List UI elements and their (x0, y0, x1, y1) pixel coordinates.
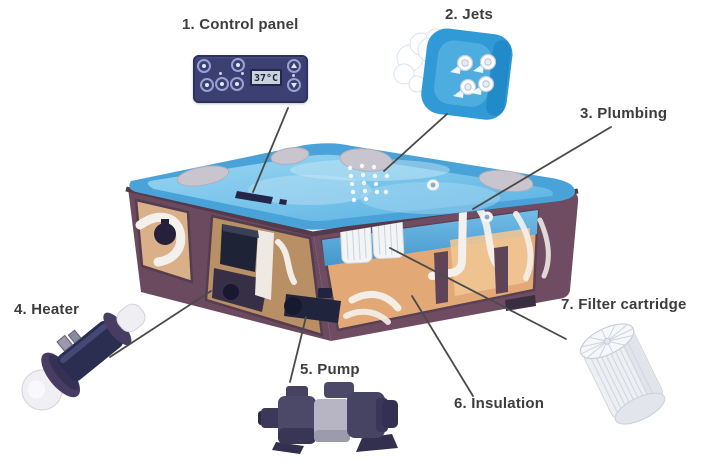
jet-nozzle-icon (450, 54, 474, 74)
jet-fitting-icons (427, 179, 493, 223)
label-insulation: 6. Insulation (454, 395, 545, 412)
label-jets: 2. Jets (445, 6, 494, 23)
jets-illustration (393, 28, 513, 120)
headrest-icon (176, 165, 230, 187)
filter-cartridge-illustration (579, 323, 666, 425)
leader-line-jets (383, 113, 448, 172)
label-heater: 4. Heater (14, 301, 80, 318)
cutaway-pump (284, 288, 341, 323)
panel-button-5 (230, 77, 244, 91)
panel-lcd-display: 37°C (250, 69, 282, 86)
tub-illustration (125, 143, 579, 341)
control-panel-illustration: 37°C (193, 55, 308, 103)
panel-button-3 (200, 78, 214, 92)
pipe-elbow (135, 212, 186, 267)
jet-nozzle-icon (471, 75, 495, 95)
panel-led (292, 74, 295, 77)
panel-up-arrow-button (287, 59, 301, 73)
headrest-icon (339, 148, 393, 172)
jets-dots (347, 163, 390, 203)
leader-line-plumbing (472, 126, 612, 210)
panel-led (241, 72, 244, 75)
pump-illustration (258, 382, 398, 454)
support-posts (434, 246, 508, 304)
panel-led (219, 72, 222, 75)
headrest-icons (176, 147, 534, 193)
cutaway-equipment-box (220, 224, 258, 272)
cutaway-valve-icon (154, 223, 176, 245)
leader-line-insulation (411, 295, 474, 397)
headrest-icon (270, 147, 310, 165)
leader-line-control-panel (252, 107, 289, 193)
heater-illustration (21, 303, 146, 411)
jet-nozzle-icon (473, 53, 497, 73)
control-slot (235, 191, 287, 205)
label-pump: 5. Pump (300, 361, 360, 378)
leader-line-pump (289, 316, 307, 383)
jet-nozzle-icons (450, 53, 497, 98)
cabinet-vent (505, 295, 536, 311)
leader-line-filter-cartridge (389, 247, 567, 340)
label-control-panel: 1. Control panel (182, 16, 299, 33)
cutaway-left-opening (134, 198, 194, 284)
leader-line-heater (109, 290, 212, 358)
panel-button-4 (215, 77, 229, 91)
panel-down-arrow-button (287, 78, 301, 92)
panel-button-2 (231, 58, 245, 72)
panel-button-1 (197, 59, 211, 73)
label-filter-cartridge: 7. Filter cartridge (561, 296, 687, 313)
internal-pipe-panel (255, 230, 274, 300)
jet-nozzle-icon (453, 78, 477, 98)
cutaway-insulation (450, 228, 530, 296)
label-plumbing: 3. Plumbing (580, 105, 668, 122)
